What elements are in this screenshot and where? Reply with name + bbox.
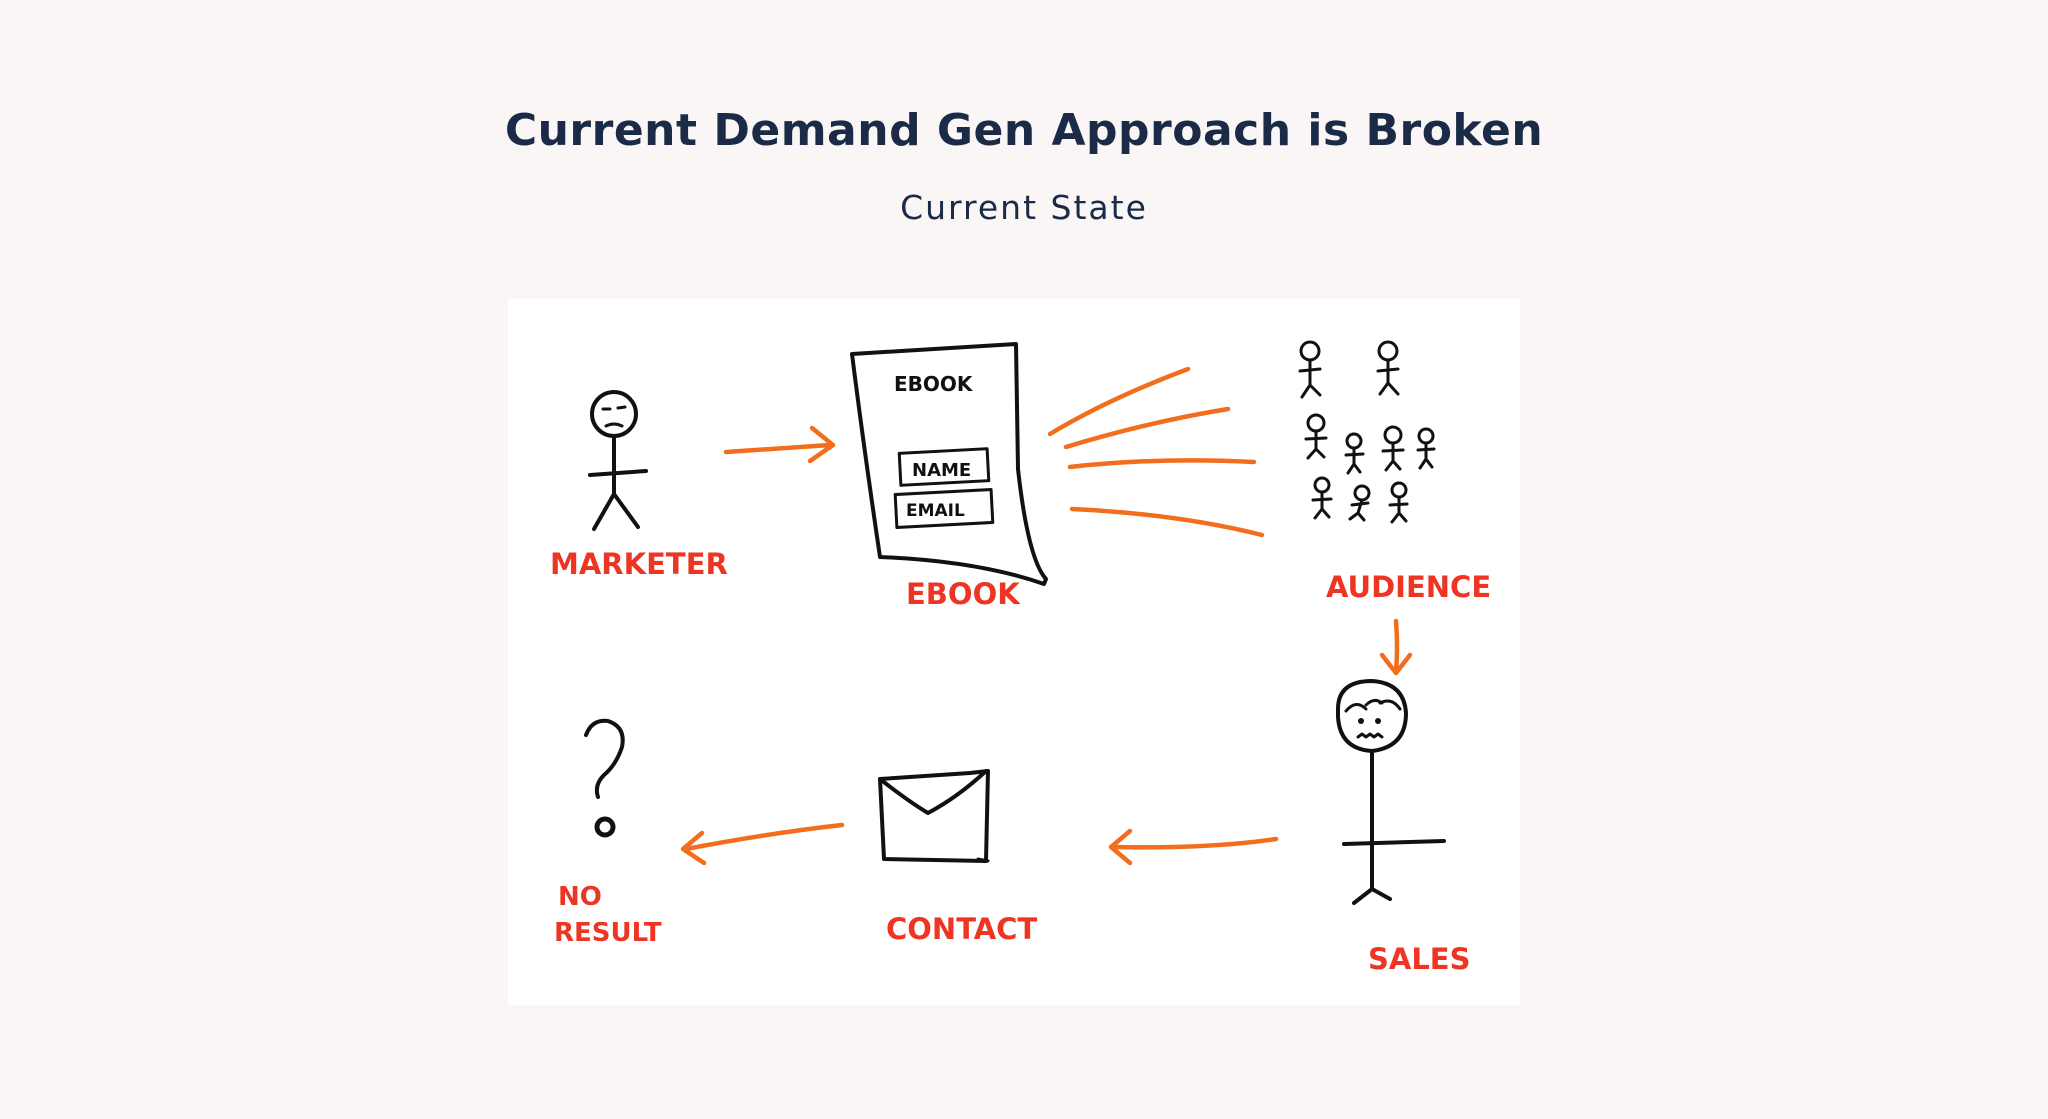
- ebook-doc-title: EBOOK: [894, 372, 974, 396]
- marketer-figure-icon: [588, 390, 648, 531]
- contact-label: CONTACT: [886, 912, 1037, 946]
- no-result-label-line1: NO: [558, 882, 602, 912]
- name-field-label: NAME: [912, 460, 971, 481]
- arrow-audience-to-sales: [1379, 618, 1413, 676]
- ebook-label: EBOOK: [906, 577, 1021, 611]
- arrow-contact-to-no-result: [680, 822, 845, 866]
- ebook-form-icon: EBOOK NAME EMAIL: [850, 342, 1048, 586]
- arrow-marketer-to-ebook: [723, 425, 836, 464]
- sales-label: SALES: [1368, 942, 1471, 976]
- crowd-icon: [1298, 340, 1436, 524]
- audience-label: AUDIENCE: [1326, 570, 1491, 604]
- stressed-figure-icon: [1336, 679, 1446, 905]
- page-title: Current Demand Gen Approach is Broken: [504, 105, 1544, 156]
- flow-diagram: MARKETER EBOOK NAME EMAIL EBOOK: [550, 340, 1491, 976]
- no-result-label-line2: RESULT: [554, 918, 662, 948]
- marketer-label: MARKETER: [550, 547, 728, 581]
- arrow-sales-to-contact: [1108, 828, 1279, 866]
- diagram-panel: MARKETER EBOOK NAME EMAIL EBOOK: [508, 299, 1520, 1005]
- envelope-icon: [878, 769, 990, 863]
- question-mark-icon: [584, 718, 625, 838]
- broadcast-rays: [1047, 366, 1265, 538]
- email-field-label: EMAIL: [906, 501, 965, 521]
- page-subtitle: Current State: [900, 188, 1148, 227]
